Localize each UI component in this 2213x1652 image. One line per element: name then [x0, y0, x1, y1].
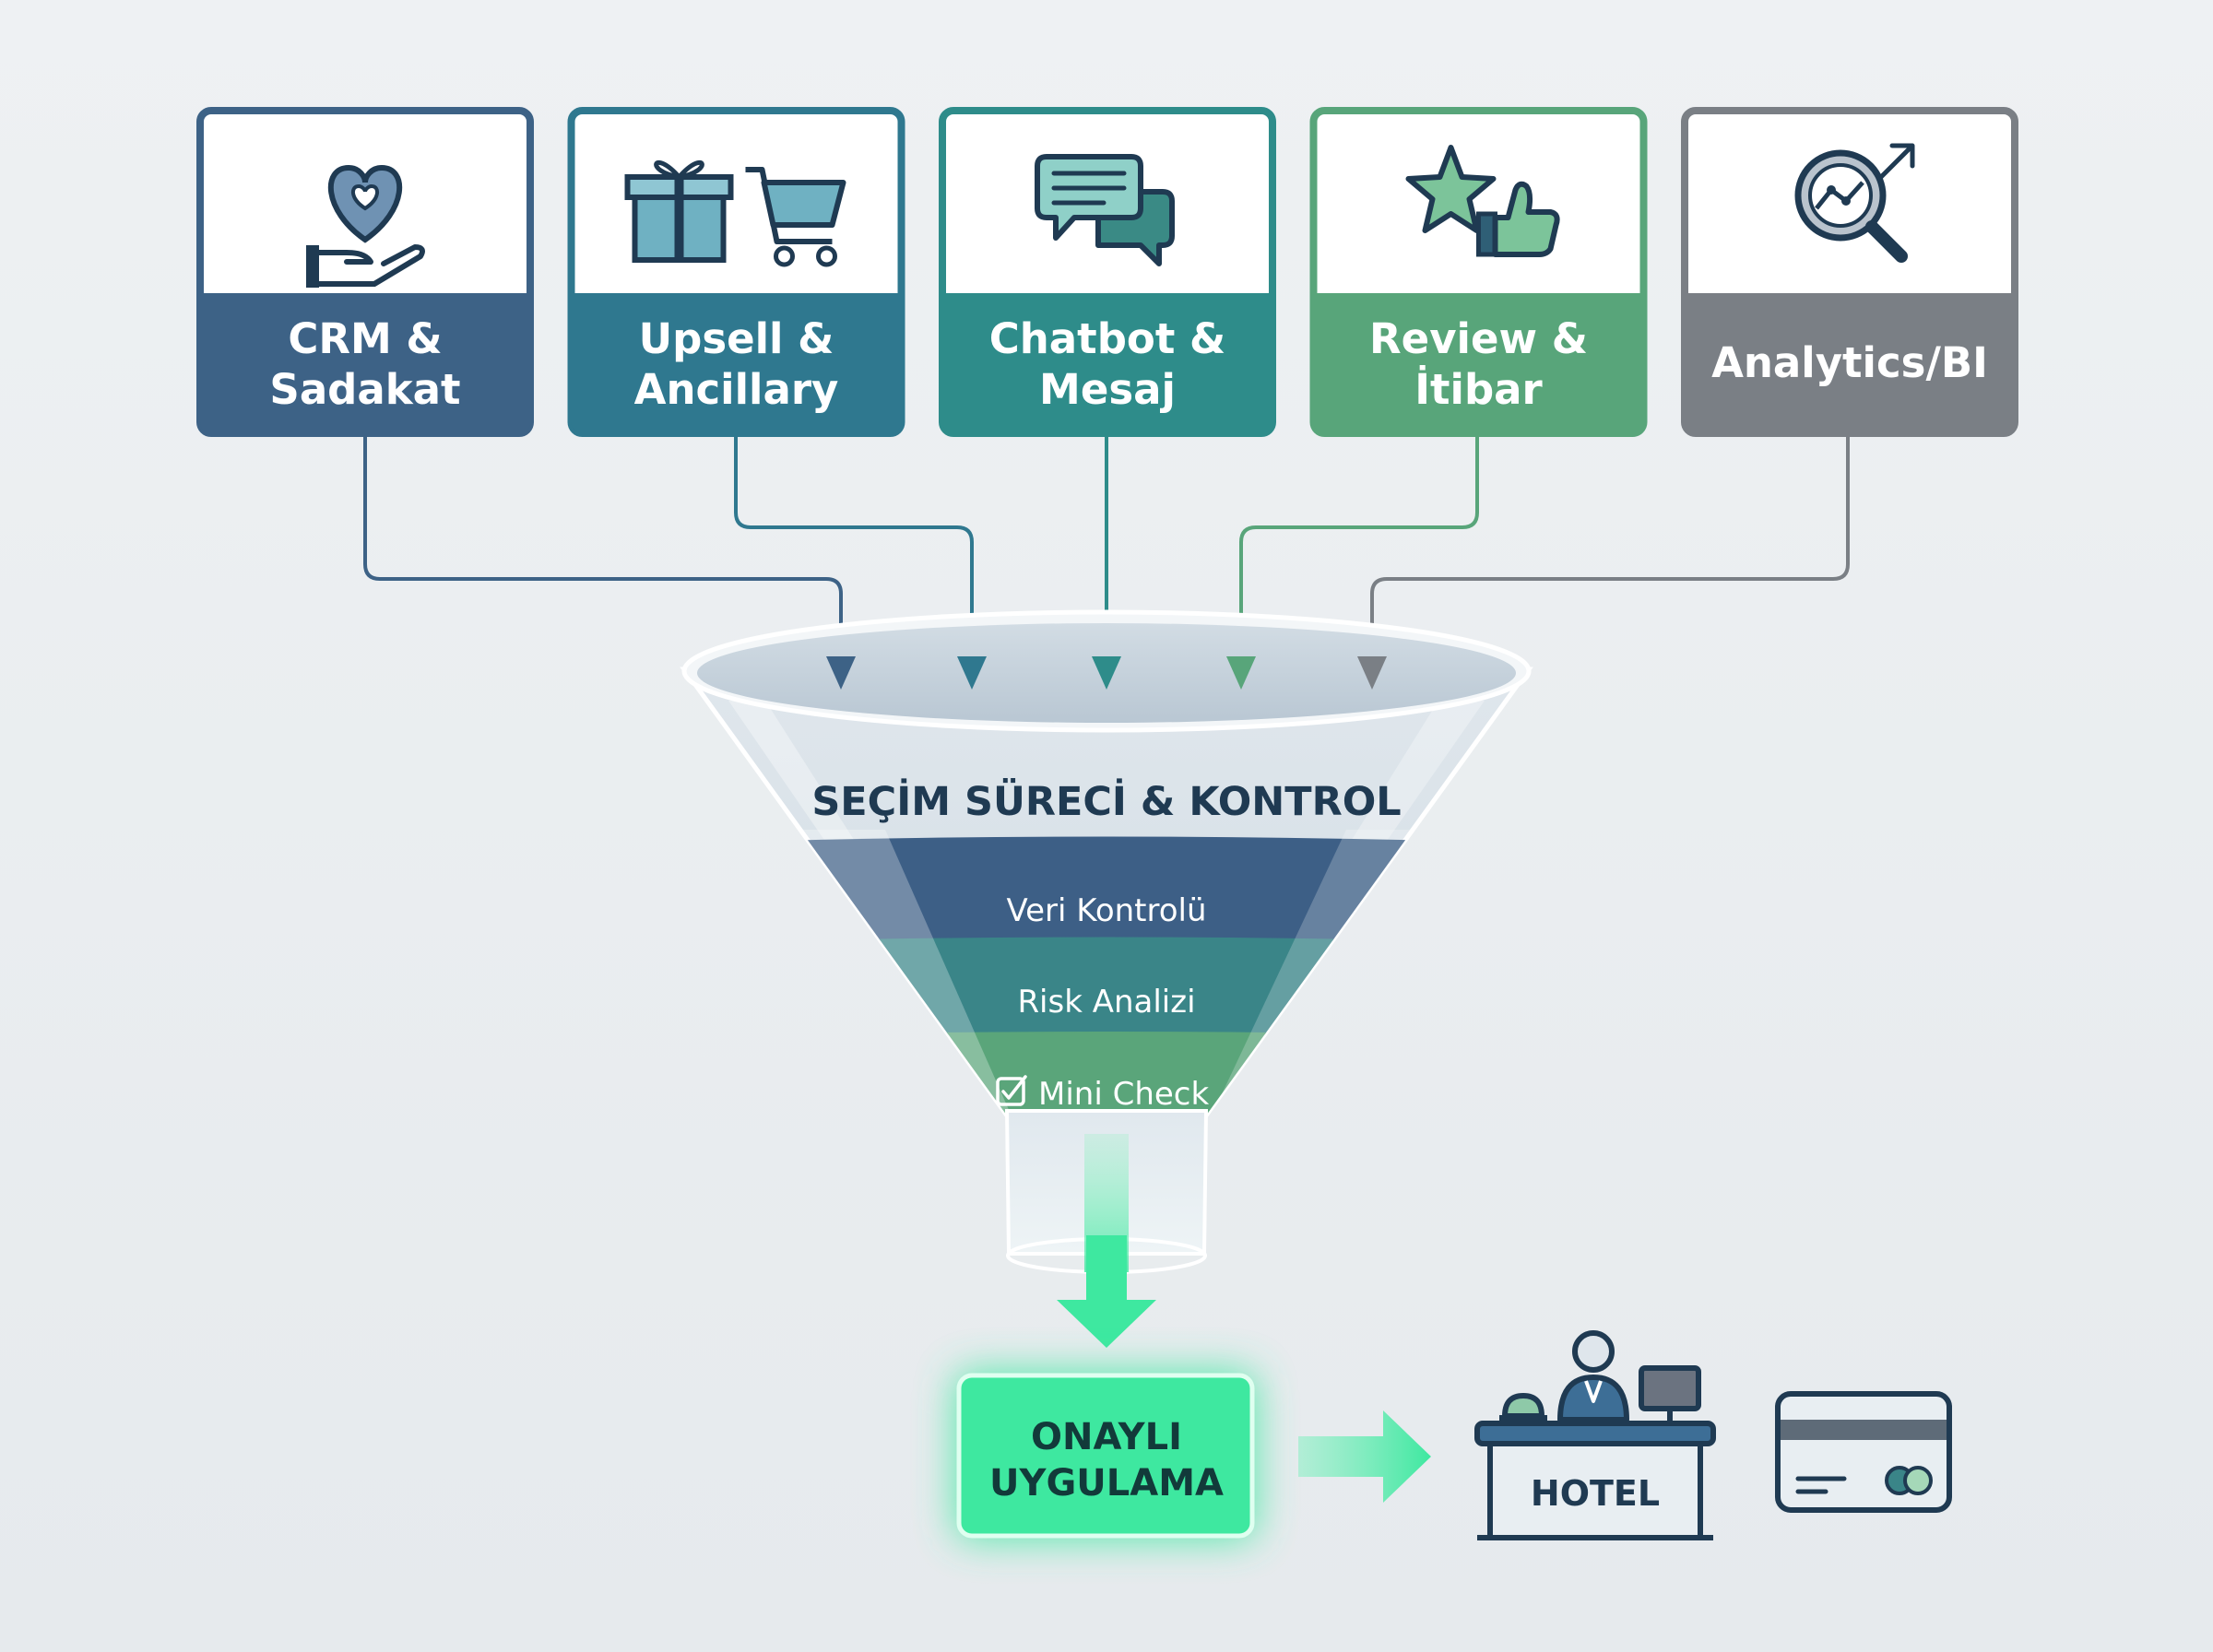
card-label-line2: İtibar [1414, 365, 1543, 414]
approved-label-line2: UYGULAMA [989, 1462, 1224, 1504]
card-label-line2: Ancillary [634, 365, 839, 414]
heart-hand-icon [306, 164, 425, 288]
card-label-line1: CRM & [288, 314, 442, 363]
checkbox-icon [996, 1075, 1027, 1106]
connector-crm [363, 435, 843, 659]
connector-review [1239, 435, 1479, 659]
arrowhead-review [1226, 656, 1256, 690]
stage-label-mini: Mini Check [1038, 1076, 1209, 1113]
hotel-reception-icon [1474, 1330, 1716, 1540]
funnel-title: SEÇİM SÜRECİ & KONTROL [811, 778, 1401, 825]
connector-lines [363, 435, 1850, 659]
funnel [680, 609, 1533, 1274]
source-card-chatbot: Chatbot & Mesaj [939, 107, 1276, 437]
card-label-line1: Upsell & [639, 314, 834, 363]
hotel-label: HOTEL [1531, 1473, 1660, 1514]
arrowhead-analytics [1357, 656, 1387, 690]
connector-analytics [1370, 435, 1850, 659]
arrowhead-crm [826, 656, 856, 690]
approved-box: ONAYLI UYGULAMA [955, 1372, 1256, 1540]
card-label-line1: Chatbot & [989, 314, 1226, 363]
arrowheads [826, 656, 1387, 690]
card-label-line2: Mesaj [1039, 365, 1176, 414]
card-label-line1: Analytics/BI [1711, 338, 1988, 387]
source-card-review: Review & İtibar [1309, 107, 1648, 437]
connector-upsell [734, 435, 974, 659]
source-card-analytics: Analytics/BI [1681, 107, 2018, 437]
stage-label-veri: Veri Kontrolü [1006, 892, 1206, 929]
chat-bubbles-icon [1035, 154, 1175, 266]
gift-cart-icon [624, 159, 846, 267]
approved-label-line1: ONAYLI [1031, 1416, 1182, 1458]
analytics-magnifier-icon [1794, 143, 1915, 263]
card-label-line1: Review & [1369, 314, 1588, 363]
credit-card-icon [1775, 1391, 1952, 1513]
stage-label-risk: Risk Analizi [1017, 984, 1195, 1021]
arrowhead-chatbot [1092, 656, 1121, 690]
card-label-line2: Sadakat [269, 365, 460, 414]
arrowhead-upsell [957, 656, 987, 690]
source-card-upsell: Upsell & Ancillary [567, 107, 905, 437]
source-card-crm: CRM & Sadakat [196, 107, 534, 437]
green-down-arrow [1057, 1235, 1156, 1348]
green-right-arrow [1298, 1410, 1431, 1503]
star-thumbs-up-icon [1405, 145, 1560, 257]
